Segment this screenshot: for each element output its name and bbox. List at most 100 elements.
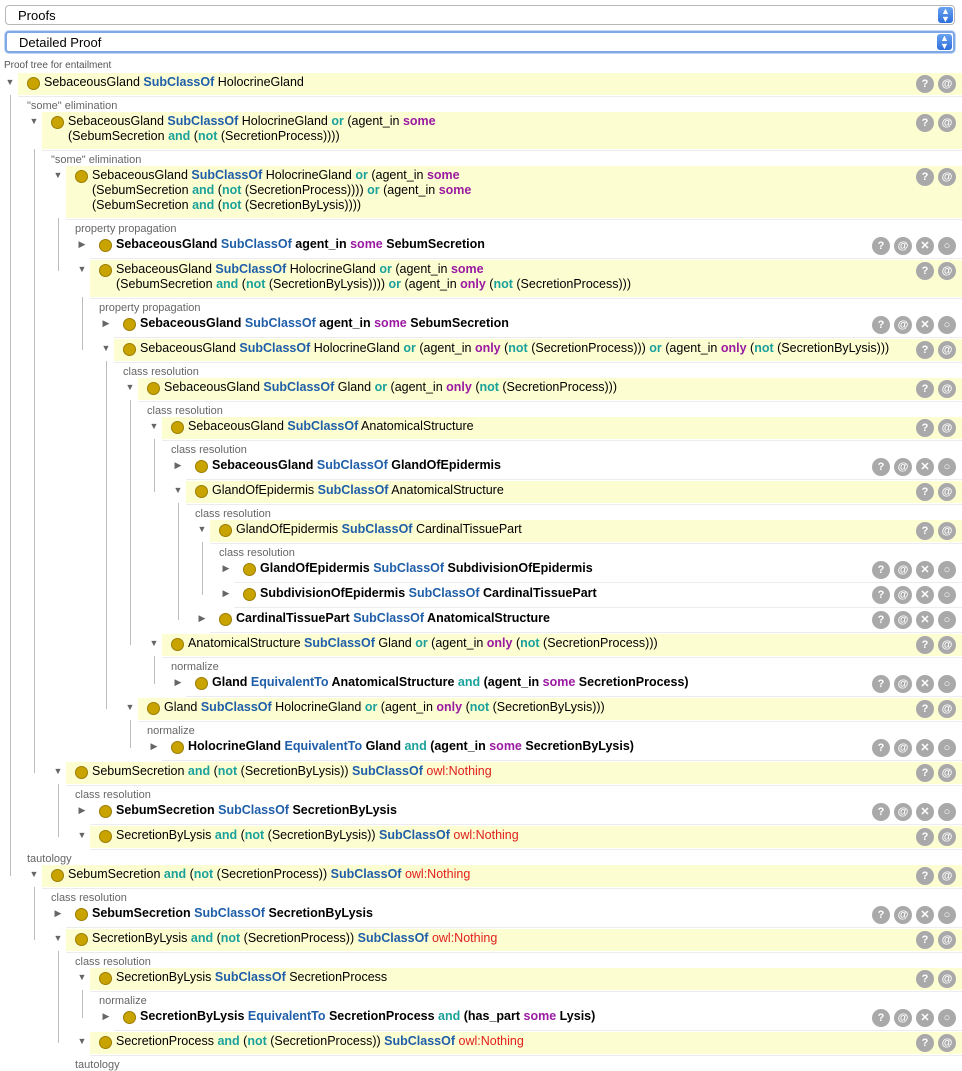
iri-button[interactable]: @	[894, 611, 912, 629]
collapse-triangle-icon[interactable]: ▼	[5, 77, 15, 87]
collapse-triangle-icon[interactable]: ▼	[77, 1036, 87, 1046]
expand-triangle-icon[interactable]: ▶	[222, 563, 230, 573]
view-selector[interactable]: Proofs ▲▼	[5, 5, 955, 25]
collapse-triangle-icon[interactable]: ▼	[125, 702, 135, 712]
explain-button[interactable]: ?	[916, 867, 934, 885]
goto-button[interactable]: ○	[938, 561, 956, 579]
remove-button[interactable]: ✕	[916, 739, 934, 757]
iri-button[interactable]: @	[938, 341, 956, 359]
iri-button[interactable]: @	[938, 380, 956, 398]
explain-button[interactable]: ?	[916, 970, 934, 988]
axiom-row[interactable]: ▼SebaceousGland SubClassOf HolocrineGlan…	[28, 112, 962, 149]
explain-button[interactable]: ?	[916, 114, 934, 132]
explain-button[interactable]: ?	[916, 700, 934, 718]
axiom-row[interactable]: ▼SebumSecretion and (not (SecretionProce…	[28, 865, 962, 887]
iri-button[interactable]: @	[938, 168, 956, 186]
mode-selector[interactable]: Detailed Proof ▲▼	[5, 31, 955, 53]
goto-button[interactable]: ○	[938, 316, 956, 334]
remove-button[interactable]: ✕	[916, 675, 934, 693]
goto-button[interactable]: ○	[938, 803, 956, 821]
iri-button[interactable]: @	[894, 675, 912, 693]
inferred-axiom-row[interactable]: ▶CardinalTissuePart SubClassOf Anatomica…	[196, 609, 962, 631]
remove-button[interactable]: ✕	[916, 1009, 934, 1027]
explain-button[interactable]: ?	[872, 586, 890, 604]
iri-button[interactable]: @	[894, 739, 912, 757]
axiom-row[interactable]: ▼SebaceousGland SubClassOf HolocrineGlan…	[76, 260, 962, 297]
iri-button[interactable]: @	[894, 237, 912, 255]
axiom-row[interactable]: ▼SebaceousGland SubClassOf Gland or (age…	[124, 378, 962, 400]
explain-button[interactable]: ?	[916, 341, 934, 359]
axiom-row[interactable]: ▼SecretionByLysis SubClassOf SecretionPr…	[76, 968, 962, 990]
goto-button[interactable]: ○	[938, 458, 956, 476]
explain-button[interactable]: ?	[916, 380, 934, 398]
remove-button[interactable]: ✕	[916, 586, 934, 604]
expand-triangle-icon[interactable]: ▶	[174, 460, 182, 470]
iri-button[interactable]: @	[894, 906, 912, 924]
iri-button[interactable]: @	[938, 970, 956, 988]
inferred-axiom-row[interactable]: ▶SubdivisionOfEpidermis SubClassOf Cardi…	[220, 584, 962, 606]
explain-button[interactable]: ?	[916, 419, 934, 437]
collapse-triangle-icon[interactable]: ▼	[29, 869, 39, 879]
remove-button[interactable]: ✕	[916, 803, 934, 821]
inferred-axiom-row[interactable]: ▶SebumSecretion SubClassOf SecretionByLy…	[52, 904, 962, 926]
collapse-triangle-icon[interactable]: ▼	[53, 766, 63, 776]
explain-button[interactable]: ?	[916, 483, 934, 501]
goto-button[interactable]: ○	[938, 1009, 956, 1027]
iri-button[interactable]: @	[938, 262, 956, 280]
iri-button[interactable]: @	[938, 867, 956, 885]
remove-button[interactable]: ✕	[916, 458, 934, 476]
iri-button[interactable]: @	[938, 483, 956, 501]
explain-button[interactable]: ?	[872, 675, 890, 693]
explain-button[interactable]: ?	[916, 262, 934, 280]
expand-triangle-icon[interactable]: ▶	[174, 677, 182, 687]
iri-button[interactable]: @	[938, 700, 956, 718]
axiom-row[interactable]: ▼SebaceousGland SubClassOf HolocrineGlan…	[100, 339, 962, 361]
iri-button[interactable]: @	[938, 522, 956, 540]
axiom-row[interactable]: ▼Gland SubClassOf HolocrineGland or (age…	[124, 698, 962, 720]
iri-button[interactable]: @	[938, 114, 956, 132]
axiom-row[interactable]: ▼GlandOfEpidermis SubClassOf AnatomicalS…	[172, 481, 962, 503]
explain-button[interactable]: ?	[916, 1034, 934, 1052]
expand-triangle-icon[interactable]: ▶	[198, 613, 206, 623]
inferred-axiom-row[interactable]: ▶SebaceousGland SubClassOf agent_in some…	[100, 314, 962, 336]
goto-button[interactable]: ○	[938, 675, 956, 693]
expand-triangle-icon[interactable]: ▶	[102, 318, 110, 328]
goto-button[interactable]: ○	[938, 237, 956, 255]
inferred-axiom-row[interactable]: ▶HolocrineGland EquivalentTo Gland and (…	[148, 737, 962, 759]
iri-button[interactable]: @	[894, 561, 912, 579]
expand-triangle-icon[interactable]: ▶	[54, 908, 62, 918]
iri-button[interactable]: @	[938, 1034, 956, 1052]
collapse-triangle-icon[interactable]: ▼	[125, 382, 135, 392]
remove-button[interactable]: ✕	[916, 316, 934, 334]
collapse-triangle-icon[interactable]: ▼	[53, 170, 63, 180]
axiom-row[interactable]: ▼SecretionByLysis and (not (SecretionByL…	[76, 826, 962, 848]
iri-button[interactable]: @	[938, 75, 956, 93]
collapse-triangle-icon[interactable]: ▼	[77, 972, 87, 982]
expand-triangle-icon[interactable]: ▶	[78, 805, 86, 815]
axiom-row[interactable]: ▼SecretionProcess and (not (SecretionPro…	[76, 1032, 962, 1054]
axiom-row[interactable]: ▼SecretionByLysis and (not (SecretionPro…	[52, 929, 962, 951]
axiom-row[interactable]: ▼SebumSecretion and (not (SecretionByLys…	[52, 762, 962, 784]
axiom-row[interactable]: ▼SebaceousGland SubClassOf HolocrineGlan…	[52, 166, 962, 218]
collapse-triangle-icon[interactable]: ▼	[149, 638, 159, 648]
explain-button[interactable]: ?	[872, 1009, 890, 1027]
collapse-triangle-icon[interactable]: ▼	[197, 524, 207, 534]
collapse-triangle-icon[interactable]: ▼	[149, 421, 159, 431]
iri-button[interactable]: @	[894, 803, 912, 821]
iri-button[interactable]: @	[938, 931, 956, 949]
inferred-axiom-row[interactable]: ▶SebaceousGland SubClassOf agent_in some…	[76, 235, 962, 257]
explain-button[interactable]: ?	[872, 316, 890, 334]
axiom-row[interactable]: ▼SebaceousGland SubClassOf AnatomicalStr…	[148, 417, 962, 439]
axiom-row[interactable]: ▼SebaceousGland SubClassOf HolocrineGlan…	[4, 73, 962, 95]
goto-button[interactable]: ○	[938, 586, 956, 604]
expand-triangle-icon[interactable]: ▶	[102, 1011, 110, 1021]
goto-button[interactable]: ○	[938, 611, 956, 629]
explain-button[interactable]: ?	[916, 931, 934, 949]
inferred-axiom-row[interactable]: ▶SebumSecretion SubClassOf SecretionByLy…	[76, 801, 962, 823]
explain-button[interactable]: ?	[916, 522, 934, 540]
axiom-row[interactable]: ▼GlandOfEpidermis SubClassOf CardinalTis…	[196, 520, 962, 542]
inferred-axiom-row[interactable]: ▶SebaceousGland SubClassOf GlandOfEpider…	[172, 456, 962, 478]
expand-triangle-icon[interactable]: ▶	[222, 588, 230, 598]
iri-button[interactable]: @	[938, 828, 956, 846]
remove-button[interactable]: ✕	[916, 906, 934, 924]
